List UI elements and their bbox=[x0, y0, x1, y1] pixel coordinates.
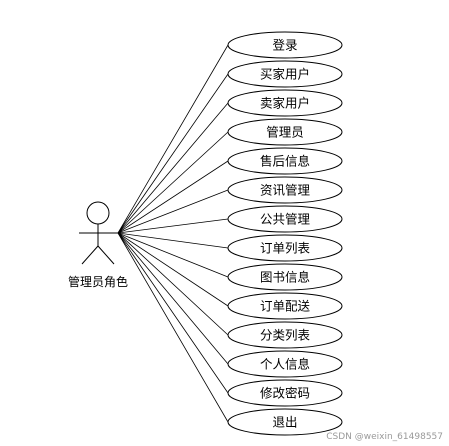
use-case: 卖家用户 bbox=[227, 89, 343, 117]
use-case-label: 订单列表 bbox=[260, 241, 311, 256]
use-case-label: 售后信息 bbox=[260, 154, 310, 169]
use-case-label: 登录 bbox=[272, 38, 297, 53]
use-case-list: 登录买家用户卖家用户管理员售后信息资讯管理公共管理订单列表图书信息订单配送分类列… bbox=[227, 31, 343, 436]
use-case: 图书信息 bbox=[227, 263, 343, 291]
association-line bbox=[117, 232, 229, 307]
use-case-label: 退出 bbox=[272, 415, 297, 430]
use-case-label: 分类列表 bbox=[260, 328, 311, 343]
association-line bbox=[117, 232, 229, 394]
association-line bbox=[117, 160, 229, 234]
use-case-ellipse bbox=[227, 118, 343, 146]
association-lines bbox=[117, 44, 229, 423]
use-case-label: 资讯管理 bbox=[260, 183, 311, 198]
use-case: 个人信息 bbox=[227, 350, 343, 378]
use-case-label: 图书信息 bbox=[260, 270, 310, 285]
association-line bbox=[117, 232, 229, 365]
association-line bbox=[117, 232, 229, 249]
use-case-label: 订单配送 bbox=[260, 299, 311, 314]
use-case: 售后信息 bbox=[227, 147, 343, 175]
association-line bbox=[117, 232, 229, 278]
use-case-ellipse bbox=[227, 321, 343, 349]
use-case-ellipse bbox=[227, 408, 343, 436]
actor-left-leg bbox=[81, 245, 99, 265]
use-case-ellipse bbox=[227, 89, 343, 117]
use-case-label: 买家用户 bbox=[260, 67, 310, 82]
association-line bbox=[117, 232, 229, 336]
actor-label: 管理员角色 bbox=[68, 274, 128, 289]
use-case: 登录 bbox=[227, 31, 343, 59]
use-case: 资讯管理 bbox=[227, 176, 343, 204]
association-line bbox=[117, 44, 229, 234]
use-case-ellipse bbox=[227, 205, 343, 233]
use-case: 订单列表 bbox=[227, 234, 343, 262]
use-case-ellipse bbox=[227, 292, 343, 320]
use-case-ellipse bbox=[227, 31, 343, 59]
use-case-ellipse bbox=[227, 234, 343, 262]
use-case: 买家用户 bbox=[227, 60, 343, 88]
association-line bbox=[117, 102, 229, 234]
association-line bbox=[117, 232, 229, 423]
use-case-ellipse bbox=[227, 350, 343, 378]
association-line bbox=[117, 189, 229, 234]
use-case-label: 公共管理 bbox=[260, 212, 311, 227]
use-case: 订单配送 bbox=[227, 292, 343, 320]
actor-head bbox=[86, 201, 110, 225]
actor bbox=[79, 201, 118, 265]
use-case-label: 修改密码 bbox=[260, 386, 310, 401]
use-case: 管理员 bbox=[227, 118, 343, 146]
use-case: 公共管理 bbox=[227, 205, 343, 233]
use-case-ellipse bbox=[227, 60, 343, 88]
use-case-ellipse bbox=[227, 379, 343, 407]
use-case: 分类列表 bbox=[227, 321, 343, 349]
use-case-label: 管理员 bbox=[266, 125, 304, 140]
use-case-label: 卖家用户 bbox=[260, 96, 310, 111]
association-line bbox=[117, 218, 229, 234]
association-line bbox=[117, 131, 229, 234]
use-case: 修改密码 bbox=[227, 379, 343, 407]
use-case-ellipse bbox=[227, 263, 343, 291]
use-case-ellipse bbox=[227, 176, 343, 204]
use-case: 退出 bbox=[227, 408, 343, 436]
watermark: CSDN @weixin_61498557 bbox=[326, 432, 443, 442]
use-case-label: 个人信息 bbox=[260, 357, 310, 372]
actor-right-leg bbox=[97, 245, 115, 265]
association-line bbox=[117, 73, 229, 234]
use-case-ellipse bbox=[227, 147, 343, 175]
